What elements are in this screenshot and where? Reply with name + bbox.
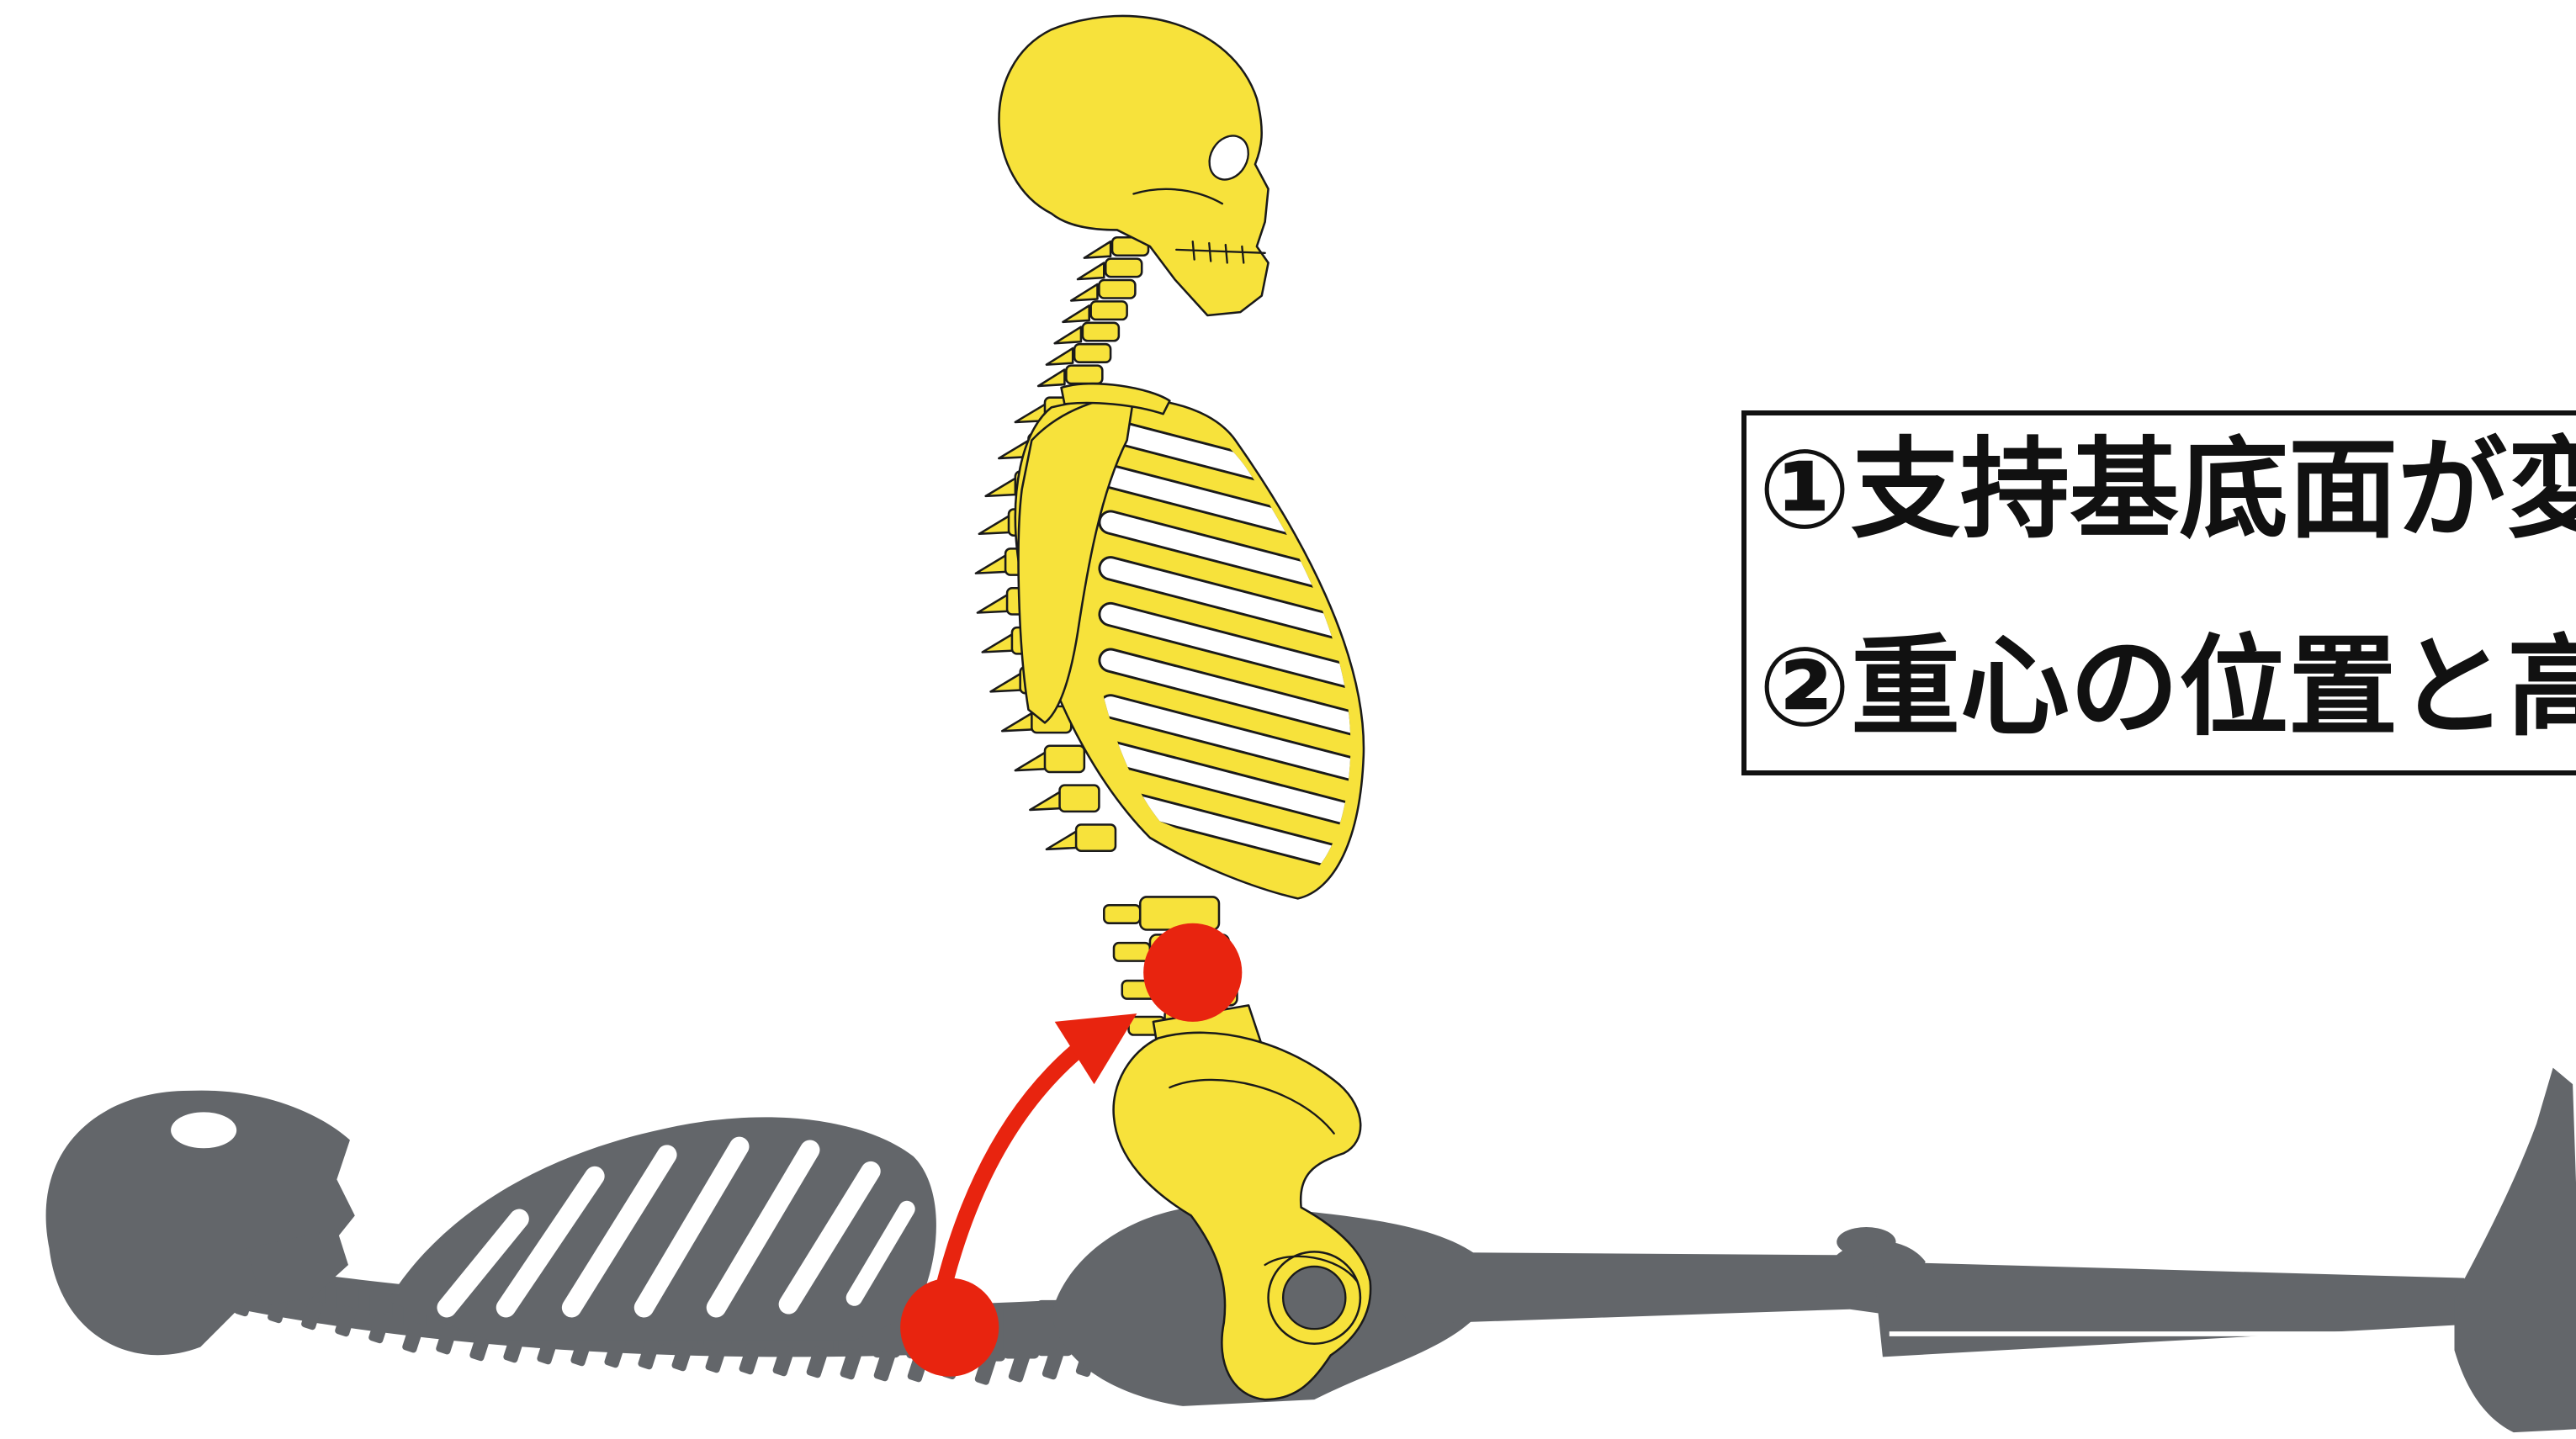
lying-ribcage [388,1117,936,1340]
lying-eye-socket [171,1112,236,1148]
upright-cervical-vertebra [1083,323,1119,341]
label-box: ①支持基底面が変 ②重心の位置と高 [1741,410,2576,775]
lying-foot [2454,1068,2576,1433]
upright-thoracic-process [986,476,1019,495]
lying-vertebra [1003,1303,1039,1358]
upright-cervical-vertebra [1099,280,1135,298]
upright-thoracic-process [979,514,1012,533]
upright-lumbar-process [1104,905,1140,923]
upright-cervical-process [1078,263,1104,280]
upright-thoracic-vertebra [1045,746,1084,772]
upright-skeleton [976,16,1370,1399]
lying-tibia [1873,1262,2474,1357]
upright-thoracic-process [991,672,1024,691]
upright-thoracic-vertebra [1076,825,1116,851]
upright-thoracic-process [1047,829,1079,849]
label-line-center-of-gravity: ②重心の位置と高 [1758,632,2576,742]
lying-patella [1837,1227,1895,1256]
lying-femur [1360,1241,1926,1325]
upright-cervical-process [1071,284,1097,301]
upright-cervical-process [1055,327,1081,344]
upright-thoracic-vertebra [1060,786,1100,812]
upright-cervical-vertebra [1091,301,1127,319]
upright-thoracic-process [978,593,1010,612]
upright-thoracic-process [1030,790,1063,809]
upright-thoracic-process [976,553,1009,573]
arrow-shaft [943,1053,1074,1289]
upright-thoracic-process [983,632,1015,652]
upright-cervical-process [1038,369,1064,386]
center-of-gravity-lying [900,1278,999,1377]
upright-thoracic-process [1002,712,1035,731]
femoral-head [1283,1267,1345,1329]
center-of-gravity-upright [1143,923,1242,1022]
upright-lumbar-process [1114,943,1150,960]
label-line-base-of-support: ①支持基底面が変 [1758,435,2576,544]
upright-cervical-process [1063,305,1089,322]
upright-cervical-vertebra [1066,366,1102,384]
upright-cervical-process [1047,348,1073,365]
upright-cervical-vertebra [1074,344,1110,362]
upright-thoracic-process [1015,751,1048,770]
upright-lumbar-vertebra [1140,897,1219,929]
upright-cervical-process [1084,241,1110,258]
upright-cervical-vertebra [1105,259,1142,277]
